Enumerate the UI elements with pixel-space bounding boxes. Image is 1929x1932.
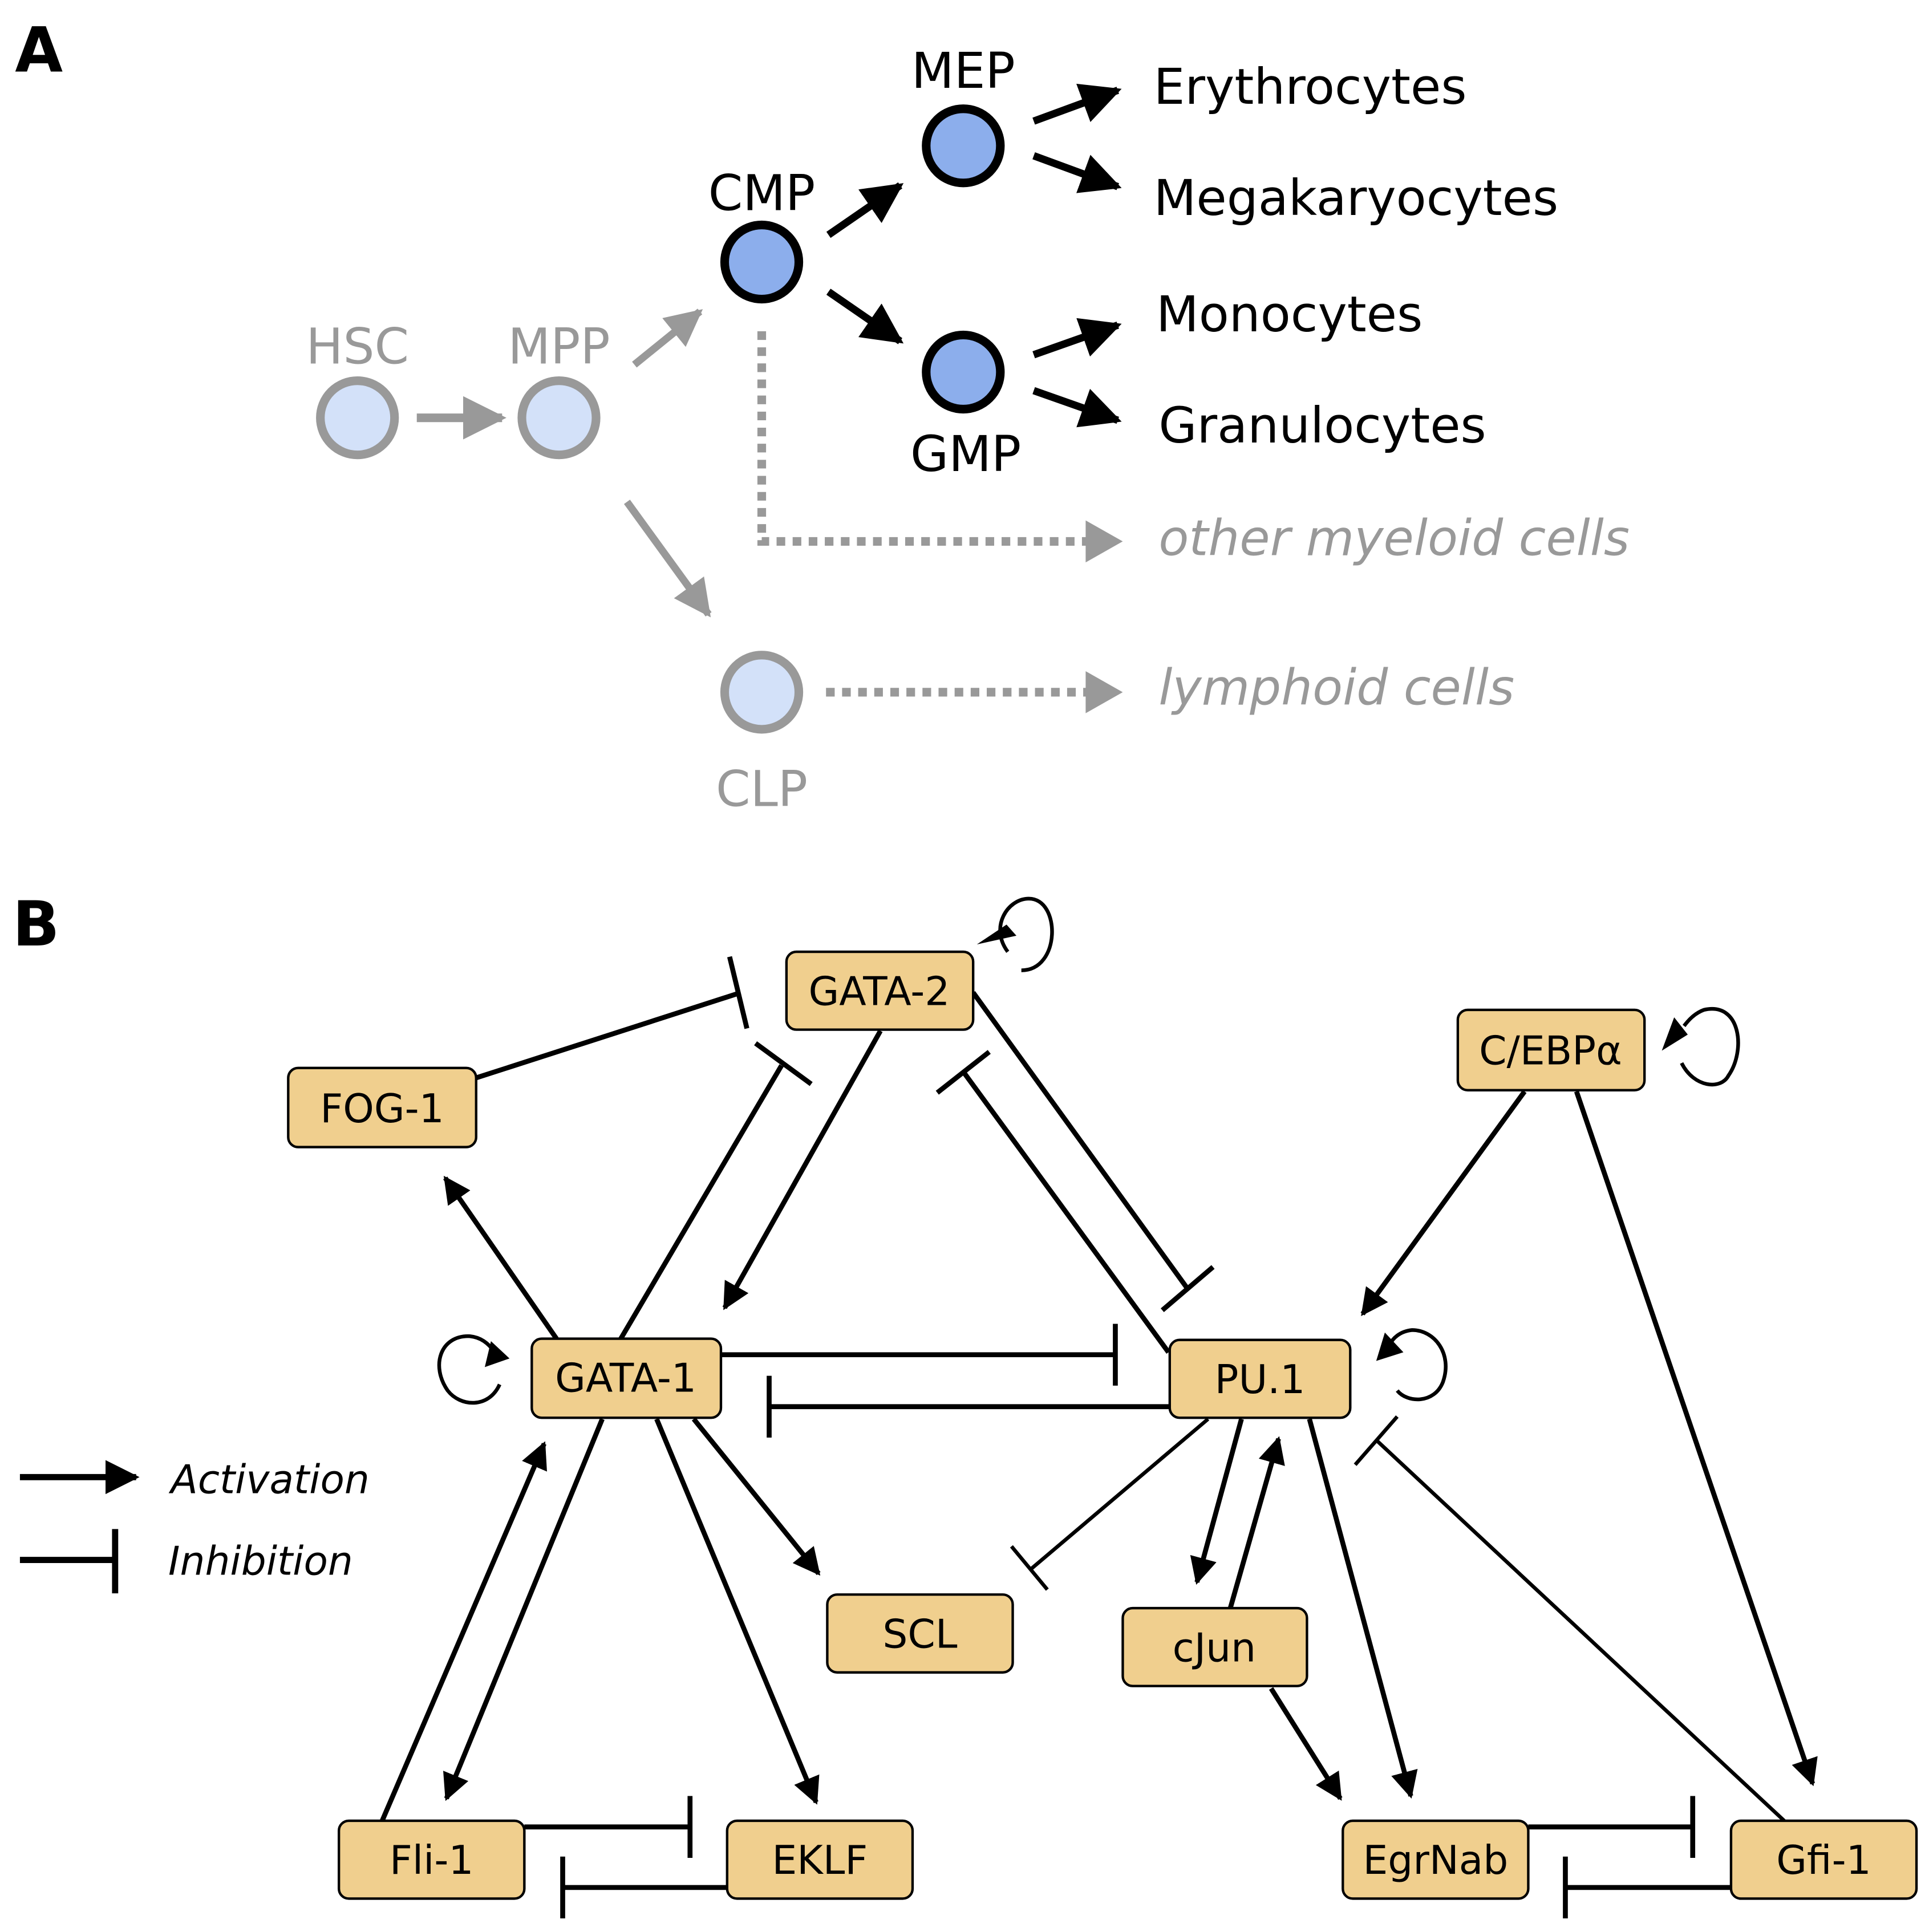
edge-gata2-inhibits-pu1 — [971, 991, 1215, 1312]
node-label-fog1: FOG-1 — [320, 1086, 444, 1132]
outcome-erythrocytes: Erythrocytes — [1154, 59, 1467, 116]
edge-cmp-gmp — [826, 289, 904, 344]
edge-gata2-activates-gata1 — [722, 1029, 883, 1310]
edge-fli1-inhibits-eklf — [524, 1796, 693, 1858]
cell-label-gmp: GMP — [910, 426, 1021, 483]
node-label-scl: SCL — [882, 1612, 957, 1657]
cell-mpp: MPP — [508, 318, 610, 460]
edge-egrnab-inhibits-gfi1 — [1528, 1796, 1696, 1858]
edge-gata2-self-activation — [976, 896, 1054, 972]
node-scl: SCL — [826, 1593, 1014, 1674]
legend: Activation Inhibition — [19, 1457, 370, 1594]
legend-inhibition: Inhibition — [19, 1529, 353, 1594]
edge-cebpa-activates-gfi1 — [1574, 1090, 1818, 1787]
legend-inhibition-label: Inhibition — [168, 1539, 353, 1585]
edge-gata1-inhibits-pu1 — [720, 1324, 1118, 1386]
cell-cmp: CMP — [708, 165, 816, 304]
edge-gata1-activates-eklf — [654, 1418, 820, 1805]
edge-gata1-self-activation — [437, 1334, 510, 1405]
edge-clp-lymphoid — [826, 671, 1123, 713]
outcome-megakaryocytes: Megakaryocytes — [1154, 170, 1559, 227]
edge-mep-erythrocytes — [1032, 83, 1122, 125]
edge-pu1-activates-egrnab — [1307, 1418, 1418, 1799]
node-label-cjun: cJun — [1173, 1625, 1257, 1671]
edge-gfi1-inhibits-egrnab — [1563, 1856, 1731, 1919]
edge-mep-megakaryocytes — [1032, 152, 1122, 193]
cell-label-hsc: HSC — [306, 318, 409, 375]
cell-label-mep: MEP — [911, 43, 1015, 100]
outcome-granulocytes: Granulocytes — [1158, 397, 1486, 454]
cell-gmp: GMP — [910, 330, 1021, 483]
outcome-monocytes: Monocytes — [1156, 286, 1423, 343]
node-label-cebpa: C/EBPα — [1479, 1028, 1622, 1074]
edge-fog1-inhibits-gata2 — [475, 956, 749, 1081]
edge-cjun-activates-pu1 — [1227, 1436, 1285, 1609]
node-label-pu1: PU.1 — [1215, 1357, 1306, 1403]
edge-mpp-cmp — [632, 309, 703, 368]
edge-gata1-inhibits-gata2 — [618, 1041, 813, 1340]
edge-cjun-activates-egrnab — [1269, 1687, 1343, 1801]
cell-label-mpp: MPP — [508, 318, 610, 375]
node-label-gata1: GATA-1 — [555, 1356, 696, 1402]
edge-eklf-inhibits-fli1 — [560, 1856, 727, 1919]
node-label-gata2: GATA-2 — [808, 969, 950, 1014]
edge-cmp-mep — [826, 182, 904, 238]
panel-label-a: A — [15, 14, 63, 87]
node-cjun: cJun — [1121, 1606, 1308, 1687]
edge-gata1-activates-fli1 — [443, 1418, 605, 1801]
edge-pu1-inhibits-gata1 — [767, 1375, 1170, 1438]
node-gfi1: Gfi-1 — [1729, 1819, 1918, 1900]
edge-gmp-monocytes — [1032, 318, 1122, 359]
edge-cebpa-activates-pu1 — [1360, 1090, 1527, 1317]
cell-hsc: HSC — [306, 318, 409, 460]
edge-fli1-activates-gata1 — [380, 1441, 547, 1822]
outcome-lymphoid: lymphoid cells — [1158, 660, 1514, 717]
edge-mpp-clp — [623, 500, 712, 618]
edge-pu1-activates-cjun — [1190, 1418, 1244, 1585]
node-label-egrnab: EgrNab — [1363, 1838, 1508, 1884]
edge-gmp-granulocytes — [1032, 387, 1122, 428]
edge-pu1-inhibits-gata2 — [935, 1050, 1171, 1354]
node-gata1: GATA-1 — [530, 1337, 723, 1419]
node-label-eklf: EKLF — [772, 1838, 868, 1884]
edge-cebpa-self-activation — [1661, 1006, 1740, 1087]
node-gata2: GATA-2 — [785, 950, 975, 1031]
edge-pu1-inhibits-scl — [1010, 1417, 1210, 1591]
outcome-other-myeloid: other myeloid cells — [1158, 510, 1630, 567]
cell-label-clp: CLP — [716, 761, 808, 818]
node-label-fli1: Fli-1 — [390, 1838, 474, 1884]
edge-gfi1-inhibits-pu1 — [1353, 1415, 1786, 1823]
node-fog1: FOG-1 — [287, 1066, 477, 1148]
cell-mep: MEP — [911, 43, 1015, 188]
edge-cmp-other-myeloid — [757, 331, 1123, 563]
cell-label-cmp: CMP — [708, 165, 816, 222]
node-pu1: PU.1 — [1168, 1338, 1352, 1419]
legend-activation: Activation — [19, 1457, 370, 1503]
node-eklf: EKLF — [726, 1819, 914, 1900]
edge-gata1-activates-fog1 — [443, 1175, 559, 1341]
node-label-gfi1: Gfi-1 — [1776, 1838, 1871, 1884]
node-cebpa: C/EBPα — [1456, 1008, 1646, 1092]
edge-gata1-activates-scl — [691, 1417, 821, 1576]
node-egrnab: EgrNab — [1342, 1819, 1530, 1900]
node-fli1: Fli-1 — [338, 1819, 526, 1900]
edge-pu1-self-activation — [1376, 1328, 1448, 1402]
panel-label-b: B — [13, 888, 60, 960]
legend-activation-label: Activation — [168, 1457, 369, 1503]
cell-clp: CLP — [716, 651, 808, 818]
